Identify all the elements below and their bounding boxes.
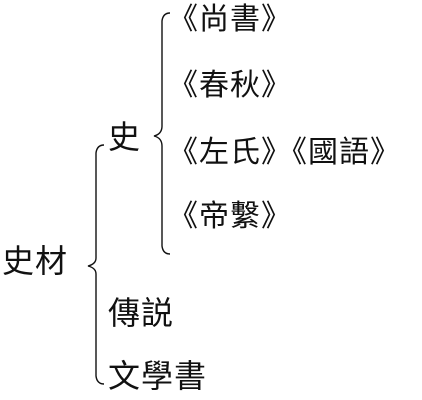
root-label: 史材 [2, 242, 69, 280]
branch-wenxueshu: 文學書 [108, 357, 208, 395]
root-brace [87, 144, 105, 385]
branch-chuanshuo: 傳説 [108, 294, 175, 332]
shi-brace [153, 12, 171, 255]
shi-child-shangshu: 《尚書》 [168, 2, 292, 37]
shi-child-dixi: 《帝繫》 [168, 199, 292, 234]
shi-child-chunqiu: 《春秋》 [168, 68, 292, 103]
branch-shi: 史 [108, 118, 142, 156]
shi-child-zuoshi-guoyu: 《左氏》《國語》 [168, 135, 401, 170]
